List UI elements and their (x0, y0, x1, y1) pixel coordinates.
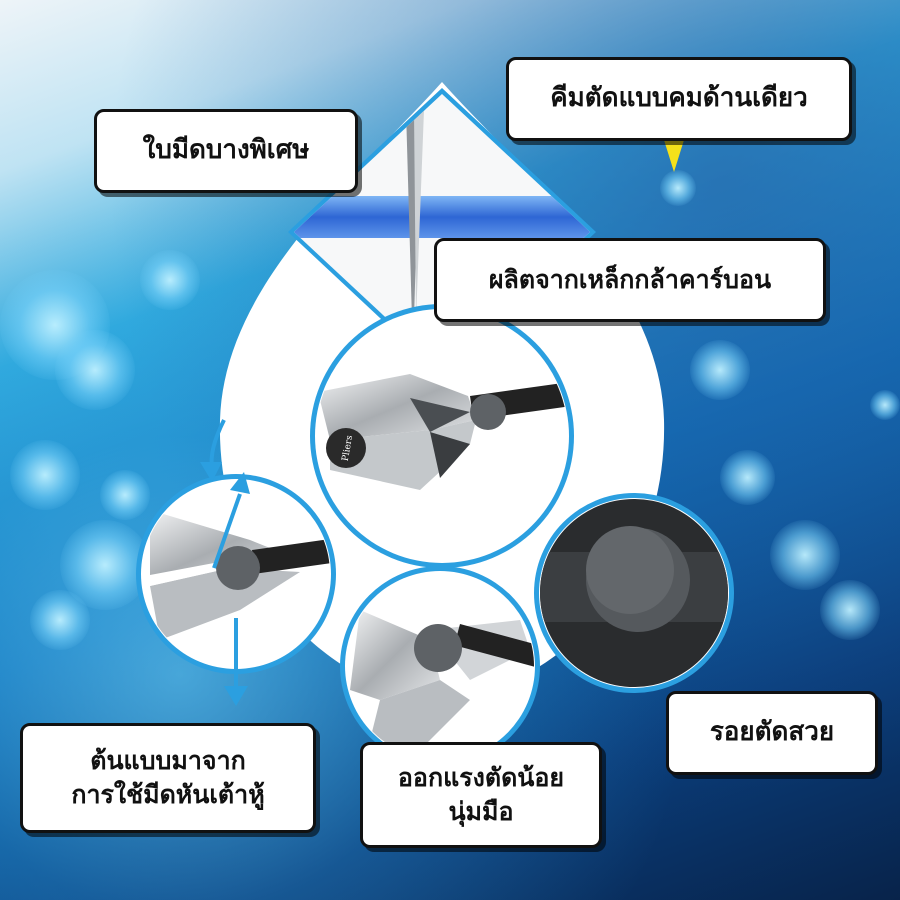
bokeh-light (660, 170, 696, 206)
bokeh-light (30, 590, 90, 650)
label-text: ผลิตจากเหล็กกล้าคาร์บอน (488, 265, 772, 295)
label-text: ใบมีดบางพิเศษ (142, 135, 310, 166)
label-text-line: นุ่มมือ (448, 797, 514, 826)
arrow-line (212, 493, 242, 569)
label-text: รอยตัดสวย (709, 717, 835, 748)
label-text-line: ต้นแบบมาจาก (90, 746, 246, 776)
arrow-head (230, 472, 250, 494)
label-carbon-steel: ผลิตจากเหล็กกล้าคาร์บอน (434, 238, 826, 322)
arrow-head (224, 686, 248, 706)
label-low-effort: ออกแรงตัดน้อย นุ่มมือ (360, 742, 602, 848)
edge-closeup-left (136, 474, 336, 674)
bokeh-light (690, 340, 750, 400)
edge-closeup-bottom (340, 566, 540, 766)
bokeh-light (100, 470, 150, 520)
bokeh-light (55, 330, 135, 410)
cutter-head-closeup: Pliers (310, 304, 574, 568)
bokeh-light (140, 250, 200, 310)
bokeh-light (770, 520, 840, 590)
label-thin-blade: ใบมีดบางพิเศษ (94, 109, 358, 193)
brand-stamp: Pliers (341, 434, 355, 462)
label-text-line: ออกแรงตัดน้อย (397, 763, 565, 793)
label-origin: ต้นแบบมาจาก การใช้มีดหันเต้าหู้ (20, 723, 316, 833)
label-clean-cut: รอยตัดสวย (666, 691, 878, 775)
label-single-edge-cutter: คีมตัดแบบคมด้านเดียว (506, 57, 852, 141)
bokeh-light (820, 580, 880, 640)
rivet-closeup (534, 493, 734, 693)
label-text: คีมตัดแบบคมด้านเดียว (550, 83, 808, 114)
label-pointer (664, 140, 684, 172)
bokeh-light (870, 390, 900, 420)
bokeh-light (720, 450, 775, 505)
bokeh-light (10, 440, 80, 510)
arrow-head (200, 462, 222, 482)
label-text-line: การใช้มีดหันเต้าหู้ (71, 780, 265, 809)
